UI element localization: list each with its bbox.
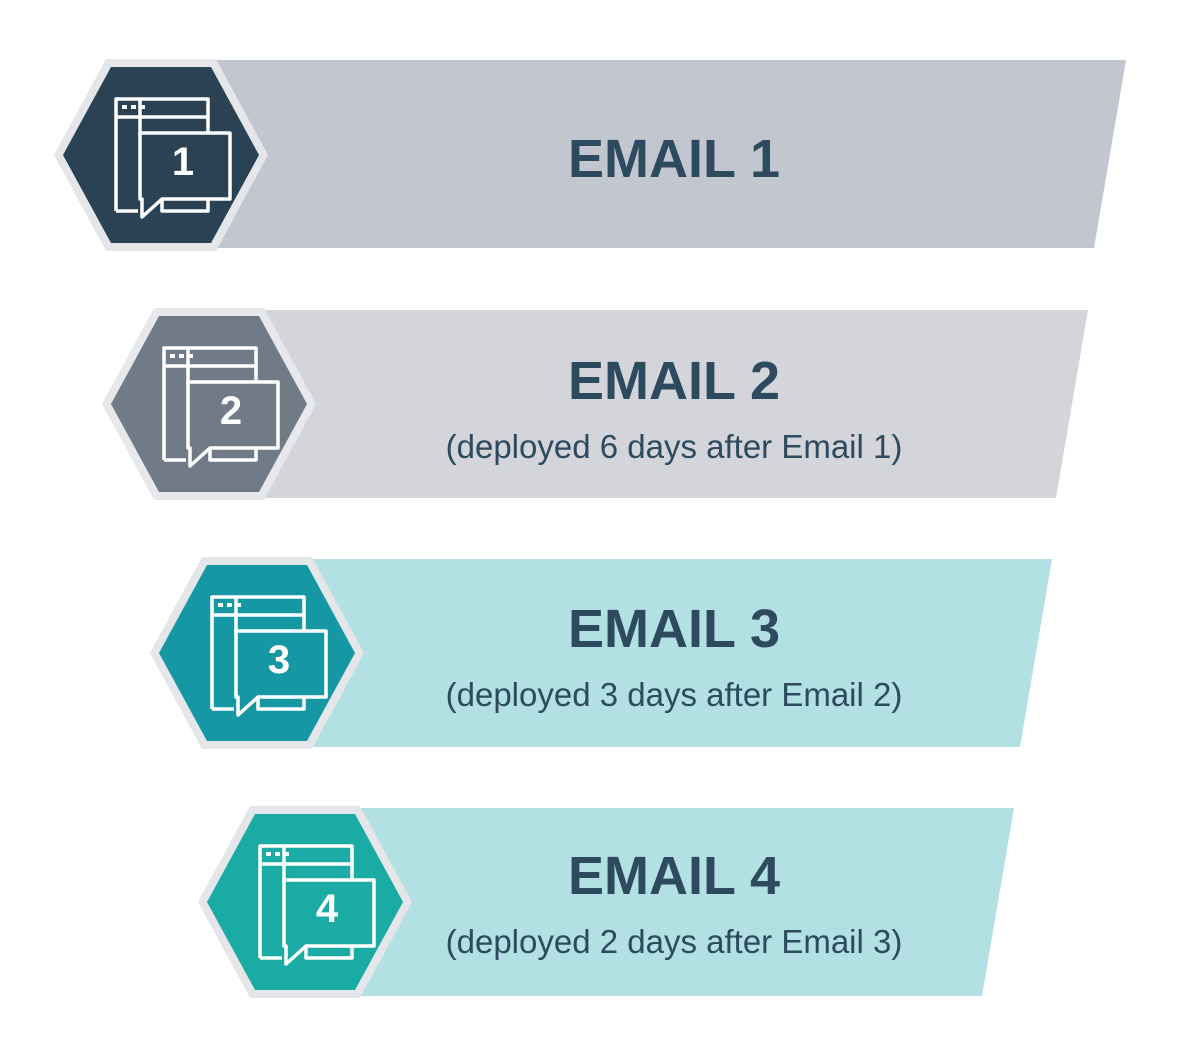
step-number: 3: [267, 638, 291, 682]
step-number: 1: [171, 140, 195, 184]
hexagon-badge: 1: [50, 55, 272, 255]
email-window-chat-icon: [162, 346, 280, 468]
email-window-chat-icon: [258, 844, 376, 966]
email-window-chat-icon: [114, 97, 232, 219]
step-title: EMAIL 4: [567, 846, 781, 906]
step-subtitle: (deployed 3 days after Email 2): [445, 676, 903, 713]
step-email-3: 3 EMAIL 3 (deployed 3 days after Email 2…: [0, 0, 1200, 749]
step-title: EMAIL 1: [567, 129, 781, 189]
step-email-4: 4 EMAIL 4 (deployed 2 days after Email 3…: [0, 0, 1200, 998]
step-title: EMAIL 3: [567, 599, 781, 659]
step-email-1: 1 EMAIL 1: [0, 0, 1200, 251]
email-window-chat-icon: [210, 595, 328, 717]
step-subtitle: (deployed 6 days after Email 1): [445, 428, 903, 465]
step-title: EMAIL 2: [567, 351, 781, 411]
hexagon-badge: 4: [194, 802, 416, 1002]
step-subtitle: (deployed 2 days after Email 3): [445, 923, 903, 960]
step-email-2: 2 EMAIL 2 (deployed 6 days after Email 1…: [0, 0, 1200, 500]
step-number: 4: [315, 887, 339, 931]
hexagon-badge: 2: [98, 304, 320, 504]
hexagon-badge: 3: [146, 553, 368, 753]
step-number: 2: [219, 389, 243, 433]
